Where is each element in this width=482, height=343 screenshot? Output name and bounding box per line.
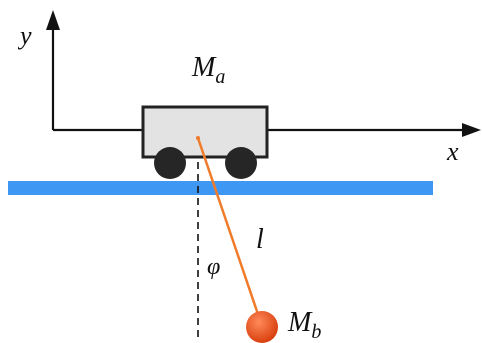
length-label: l <box>256 224 264 255</box>
bob-mass-base: M <box>287 307 313 338</box>
rail <box>8 181 433 195</box>
angle-label: φ <box>207 254 220 280</box>
pendulum-rod <box>196 137 264 327</box>
cart-mass-subscript: a <box>215 66 225 88</box>
right-wheel <box>225 147 257 179</box>
cart-mass-base: M <box>191 52 217 83</box>
bob-mass-label: Mb <box>287 307 321 343</box>
y-axis-label: y <box>17 21 32 50</box>
bob-mass-subscript: b <box>311 321 321 343</box>
y-axis-arrowhead <box>46 10 60 30</box>
x-axis-label: x <box>446 137 459 166</box>
left-wheel <box>154 147 186 179</box>
pendulum-bob <box>246 311 278 343</box>
x-axis-arrowhead <box>462 123 481 137</box>
cart-mass-label: Ma <box>191 52 225 88</box>
pivot-point <box>196 136 200 140</box>
